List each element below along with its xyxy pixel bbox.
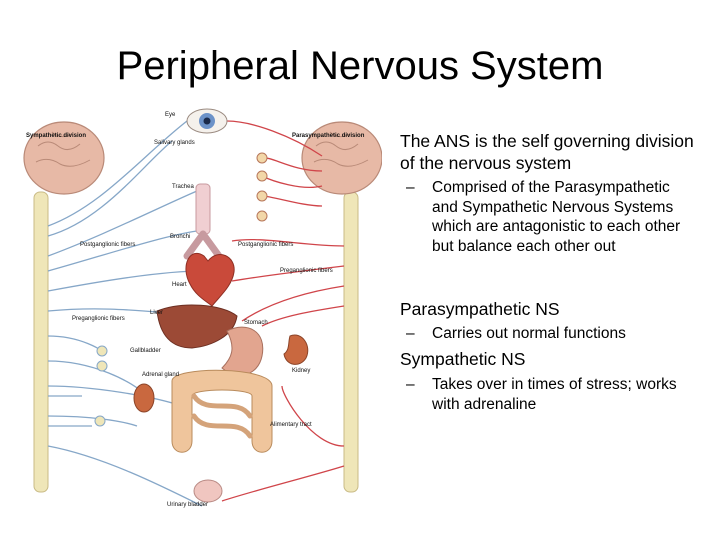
label-salivary-glands: Salivary glands (154, 140, 195, 146)
label-postganglionic-fibers-left: Postganglionic fibers (80, 242, 135, 248)
label-liver: Liver (150, 310, 163, 316)
right-spinal-cord (343, 191, 359, 493)
label-heart: Heart (172, 282, 187, 288)
bullet-ans-definition: The ANS is the self governing division o… (400, 131, 694, 173)
dash-marker: – (406, 325, 415, 342)
label-sympathetic-division: Sympathetic division (26, 133, 86, 139)
sub-bullet-ans-composition: – Comprised of the Parasympathetic and S… (406, 178, 696, 256)
stomach (221, 326, 264, 376)
label-adrenal-gland: Adrenal gland (142, 372, 179, 378)
liver (156, 304, 238, 349)
label-stomach: Stomach (244, 320, 268, 326)
slide-title: Peripheral Nervous System (116, 44, 604, 88)
sub-bullet-parasympathetic-text: Carries out normal functions (432, 325, 626, 342)
sub-bullet-parasympathetic: – Carries out normal functions (406, 324, 696, 344)
label-parasympathetic-division: Parasympathetic division (292, 133, 365, 139)
sub-bullet-sympathetic-text: Takes over in times of stress; works wit… (432, 376, 677, 413)
trachea (195, 183, 211, 235)
dash-marker: – (406, 376, 415, 393)
left-spinal-cord (33, 191, 49, 493)
label-alimentary-tract: Alimentary tract (270, 422, 312, 428)
label-trachea: Trachea (172, 184, 194, 190)
intestine (171, 369, 273, 453)
dash-marker: – (406, 179, 415, 196)
label-bronchi: Bronchi (170, 234, 190, 240)
label-preganglionic-fibers-left: Preganglionic fibers (72, 316, 125, 322)
label-gallbladder: Gallbladder (130, 348, 161, 354)
autonomic-nervous-system-diagram: Sympathetic division Parasympathetic div… (22, 96, 382, 524)
heart (185, 253, 235, 307)
kidney (283, 334, 309, 365)
label-urinary-bladder: Urinary bladder (167, 502, 208, 508)
left-brain (23, 121, 105, 195)
sub-bullet-ans-composition-text: Comprised of the Parasympathetic and Sym… (432, 179, 681, 255)
bullet-sympathetic: Sympathetic NS (400, 349, 526, 369)
label-kidney: Kidney (292, 368, 310, 374)
bullet-parasympathetic: Parasympathetic NS (400, 299, 560, 319)
sub-bullet-sympathetic: – Takes over in times of stress; works w… (406, 375, 696, 414)
label-preganglionic-fibers-right: Preganglionic fibers (280, 268, 333, 274)
urinary-bladder (193, 479, 223, 503)
bronchi (183, 230, 223, 260)
adrenal-kidney (133, 383, 155, 413)
label-postganglionic-fibers-right: Postganglionic fibers (238, 242, 293, 248)
right-brain (301, 121, 382, 195)
label-eye: Eye (165, 112, 176, 118)
